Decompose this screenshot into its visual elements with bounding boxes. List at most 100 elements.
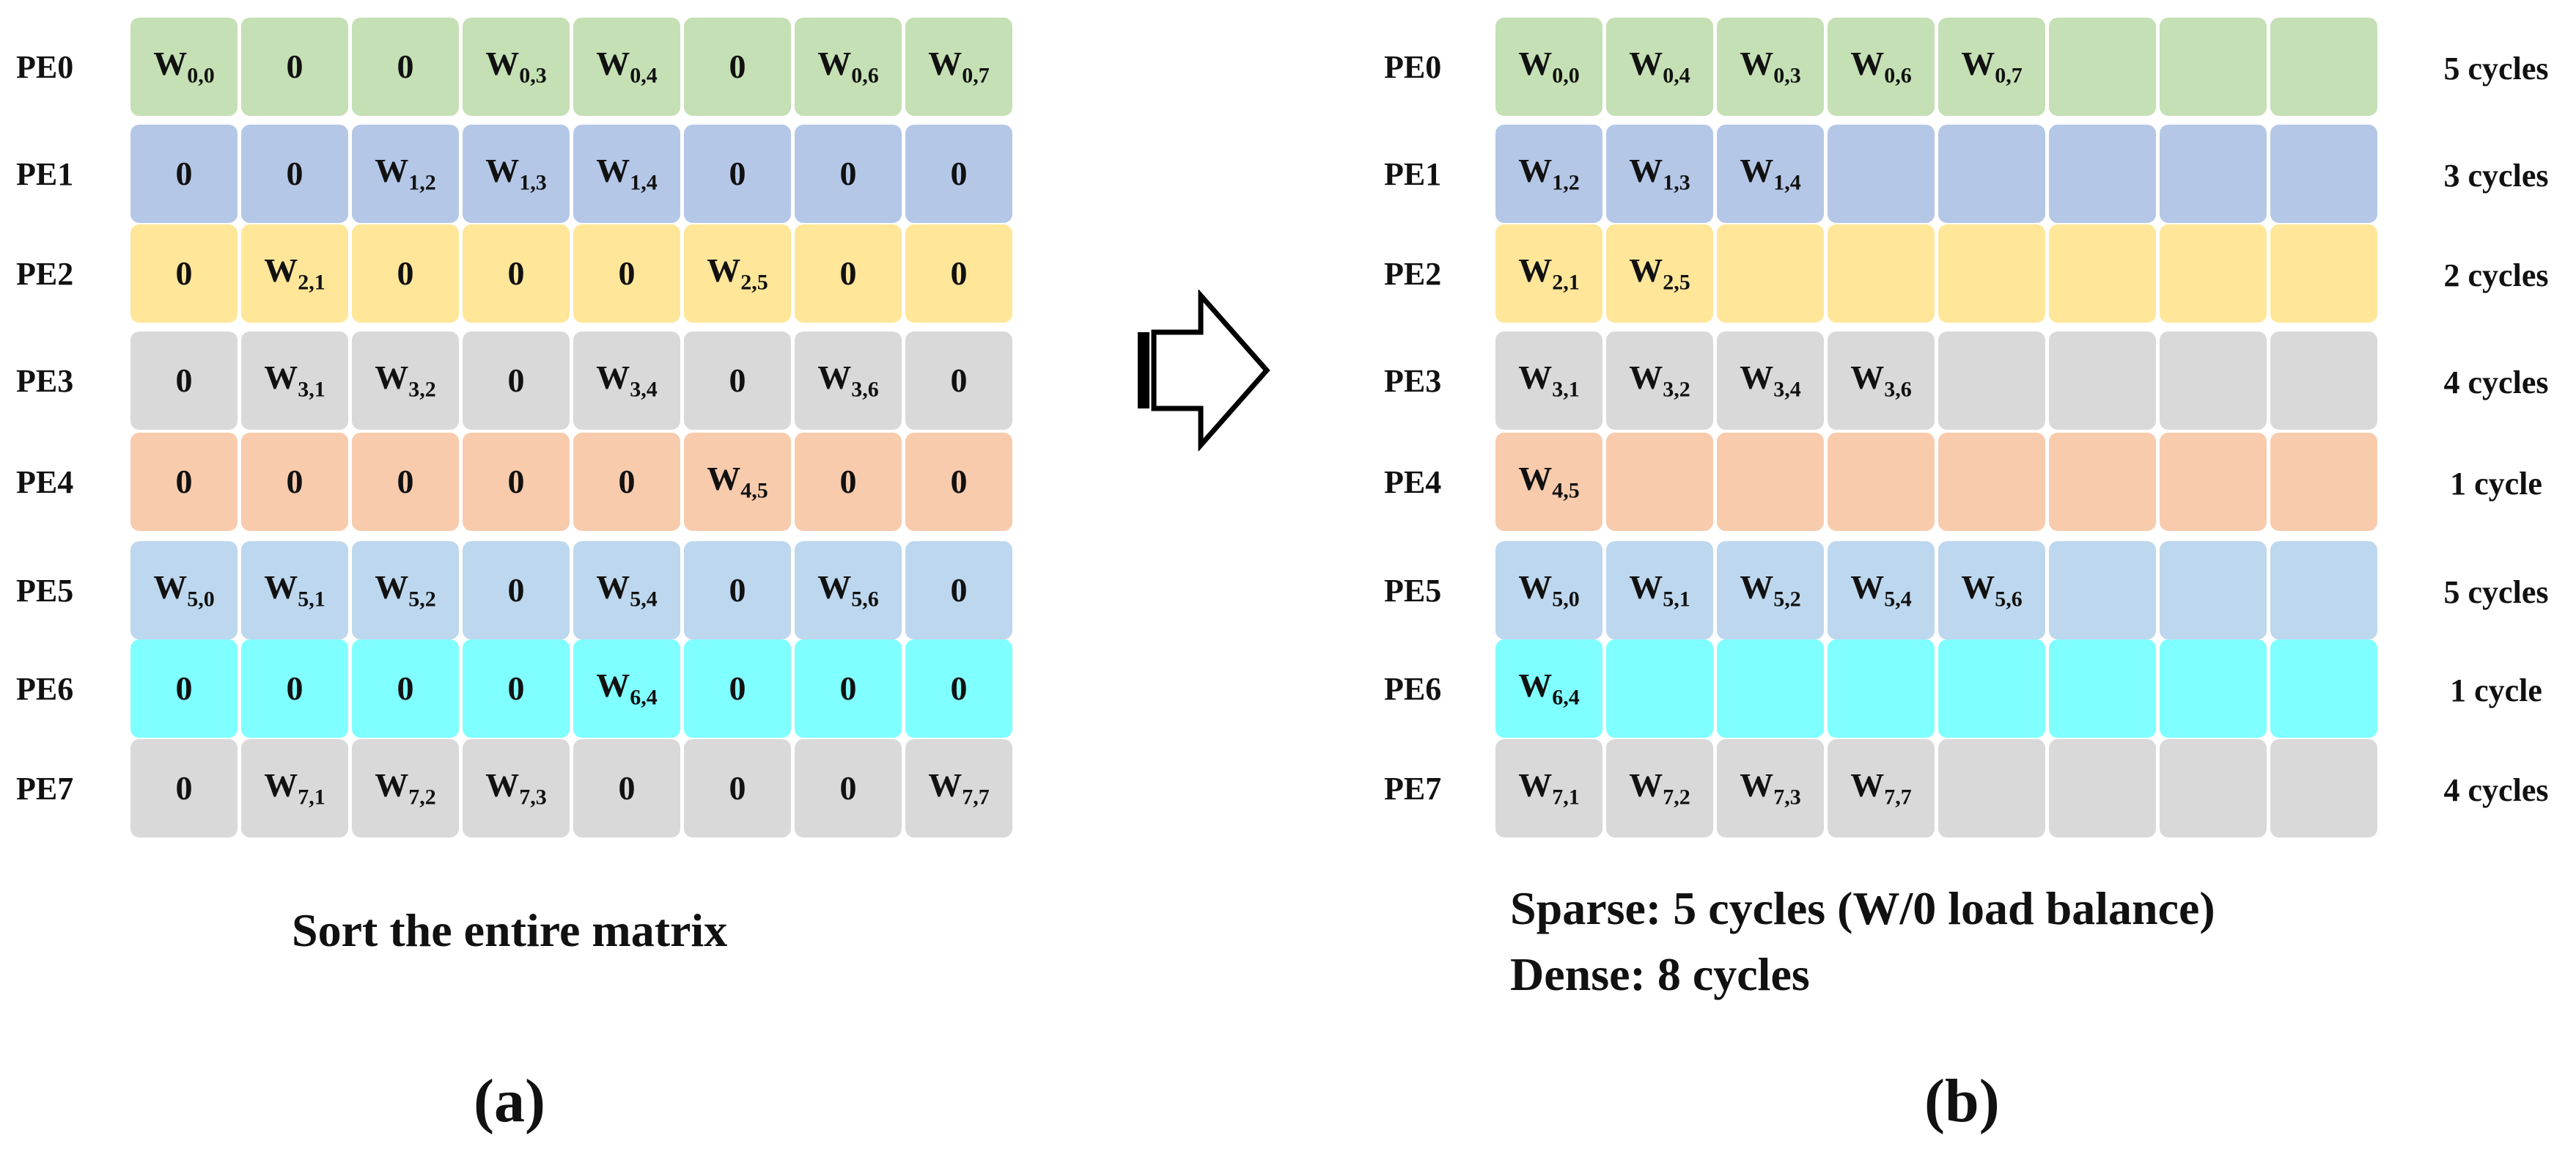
panel-a-cell-r3-c6: W3,6 — [795, 331, 902, 430]
panel-a-cell-r7-c5: 0 — [684, 739, 791, 837]
panel-a-cell-r3-c3: 0 — [463, 331, 570, 430]
panel-b-cell-r0-c5 — [2049, 18, 2156, 116]
panel-a-cell-r6-c1: 0 — [241, 639, 348, 738]
cycle-count-pe0: 5 cycles — [2443, 51, 2549, 87]
panel-a-cell-r1-c0: 0 — [130, 125, 238, 223]
panel-b-cell-r1-c1: W1,3 — [1606, 125, 1713, 223]
panel-b-row-label-pe1: PE1 — [1384, 156, 1442, 192]
panel-a-cell-r2-c3: 0 — [463, 224, 570, 323]
panel-a-cell-r5-c0: W5,0 — [130, 541, 238, 639]
sparse-caption: Sparse: 5 cycles (W/0 load balance) — [1510, 882, 2215, 934]
panel-a-cell-r0-c0: W0,0 — [130, 18, 238, 116]
panel-a-cell-r4-c0: 0 — [130, 433, 238, 531]
panel-b-cell-r0-c7 — [2270, 18, 2377, 116]
panel-a-cell-r3-c2: W3,2 — [352, 331, 459, 430]
panel-a-cell-r1-c1: 0 — [241, 125, 348, 223]
panel-b-cell-r6-c0: W6,4 — [1495, 639, 1602, 738]
panel-a-cell-r0-c2: 0 — [352, 18, 459, 116]
panel-b-cell-r4-c0: W4,5 — [1495, 433, 1602, 531]
panel-a-cell-r4-c2: 0 — [352, 433, 459, 531]
panel-a-cell-r5-c2: W5,2 — [352, 541, 459, 639]
panel-b-cell-r5-c2: W5,2 — [1717, 541, 1824, 639]
panel-a-cell-r0-c6: W0,6 — [795, 18, 902, 116]
panel-b-cell-r7-c6 — [2160, 739, 2267, 837]
panel-a-row-label-pe2: PE2 — [16, 256, 74, 292]
panel-a-cell-r6-c0: 0 — [130, 639, 238, 738]
panel-a-cell-r2-c0: 0 — [130, 224, 238, 323]
panel-b-cell-r7-c7 — [2270, 739, 2377, 837]
panel-b-cell-r1-c2: W1,4 — [1717, 125, 1824, 223]
panel-b-cell-r5-c6 — [2160, 541, 2267, 639]
panel-b-cell-r0-c2: W0,3 — [1717, 18, 1824, 116]
cycle-count-pe2: 2 cycles — [2443, 257, 2549, 293]
panel-a-cell-r1-c2: W1,2 — [352, 125, 459, 223]
dense-caption: Dense: 8 cycles — [1510, 948, 1810, 1000]
panel-a-cell-r4-c5: W4,5 — [684, 433, 791, 531]
panel-a-cell-r7-c2: W7,2 — [352, 739, 459, 837]
panel-b-cell-r1-c7 — [2270, 125, 2377, 223]
panel-b-cell-r0-c1: W0,4 — [1606, 18, 1713, 116]
panel-a-cell-r2-c6: 0 — [795, 224, 902, 323]
panel-a-row-label-pe7: PE7 — [16, 771, 74, 807]
panel-a-cell-r3-c7: 0 — [905, 331, 1012, 430]
panel-a-cell-r4-c3: 0 — [463, 433, 570, 531]
panel-b-cell-r2-c0: W2,1 — [1495, 224, 1602, 323]
panel-b-cell-r0-c3: W0,6 — [1828, 18, 1935, 116]
panel-a-row-label-pe5: PE5 — [16, 573, 74, 609]
panel-b-cell-r0-c6 — [2160, 18, 2267, 116]
panel-b-row-label-pe3: PE3 — [1384, 363, 1442, 399]
panel-b-cell-r1-c3 — [1828, 125, 1935, 223]
panel-a-cell-r2-c2: 0 — [352, 224, 459, 323]
panel-a-cell-r5-c5: 0 — [684, 541, 791, 639]
panel-a-cell-r6-c5: 0 — [684, 639, 791, 738]
panel-b-cell-r2-c3 — [1828, 224, 1935, 323]
panel-a-cell-r3-c4: W3,4 — [573, 331, 680, 430]
panel-a-cell-r4-c4: 0 — [573, 433, 680, 531]
panel-b-cell-r2-c6 — [2160, 224, 2267, 323]
panel-a-cell-r5-c3: 0 — [463, 541, 570, 639]
panel-a-cell-r5-c4: W5,4 — [573, 541, 680, 639]
panel-a-cell-r0-c4: W0,4 — [573, 18, 680, 116]
panel-b-cell-r6-c5 — [2049, 639, 2156, 738]
cycle-count-pe1: 3 cycles — [2443, 158, 2549, 194]
panel-a-cell-r4-c1: 0 — [241, 433, 348, 531]
panel-b-cell-r5-c7 — [2270, 541, 2377, 639]
cycle-count-pe7: 4 cycles — [2443, 772, 2549, 808]
panel-a-cell-r6-c3: 0 — [463, 639, 570, 738]
panel-b-cell-r1-c5 — [2049, 125, 2156, 223]
panel-b-cell-r7-c5 — [2049, 739, 2156, 837]
panel-b-cell-r4-c5 — [2049, 433, 2156, 531]
panel-a-cell-r3-c5: 0 — [684, 331, 791, 430]
panel-b-cell-r5-c4: W5,6 — [1938, 541, 2045, 639]
panel-b-cell-r7-c2: W7,3 — [1717, 739, 1824, 837]
panel-b-cell-r2-c2 — [1717, 224, 1824, 323]
cycle-count-pe3: 4 cycles — [2443, 364, 2549, 400]
panel-b-cell-r7-c4 — [1938, 739, 2045, 837]
panel-b-cell-r6-c7 — [2270, 639, 2377, 738]
panel-b-cell-r4-c6 — [2160, 433, 2267, 531]
panel-b-cell-r7-c3: W7,7 — [1828, 739, 1935, 837]
panel-b-cell-r0-c4: W0,7 — [1938, 18, 2045, 116]
panel-a-cell-r0-c5: 0 — [684, 18, 791, 116]
panel-a-cell-r2-c1: W2,1 — [241, 224, 348, 323]
panel-a-cell-r2-c4: 0 — [573, 224, 680, 323]
panel-b-cell-r2-c1: W2,5 — [1606, 224, 1713, 323]
panel-b-cell-r3-c3: W3,6 — [1828, 331, 1935, 430]
panel-a-cell-r6-c2: 0 — [352, 639, 459, 738]
panel-a-row-label-pe4: PE4 — [16, 464, 74, 500]
panel-b-row-label-pe4: PE4 — [1384, 464, 1442, 500]
panel-a-row-label-pe1: PE1 — [16, 156, 74, 192]
panel-b-row-label-pe6: PE6 — [1384, 671, 1442, 707]
panel-b-cell-r6-c3 — [1828, 639, 1935, 738]
panel-b-cell-r2-c7 — [2270, 224, 2377, 323]
panel-b-cell-r3-c1: W3,2 — [1606, 331, 1713, 430]
panel-b-cell-r5-c0: W5,0 — [1495, 541, 1602, 639]
panel-a-cell-r5-c1: W5,1 — [241, 541, 348, 639]
panel-b-cell-r3-c5 — [2049, 331, 2156, 430]
cycle-count-pe4: 1 cycle — [2450, 466, 2542, 502]
panel-a-cell-r1-c7: 0 — [905, 125, 1012, 223]
panel-a-cell-r7-c7: W7,7 — [905, 739, 1012, 837]
panel-a-cell-r3-c1: W3,1 — [241, 331, 348, 430]
panel-b-label: (b) — [1924, 1067, 2000, 1135]
panel-b-cell-r7-c0: W7,1 — [1495, 739, 1602, 837]
